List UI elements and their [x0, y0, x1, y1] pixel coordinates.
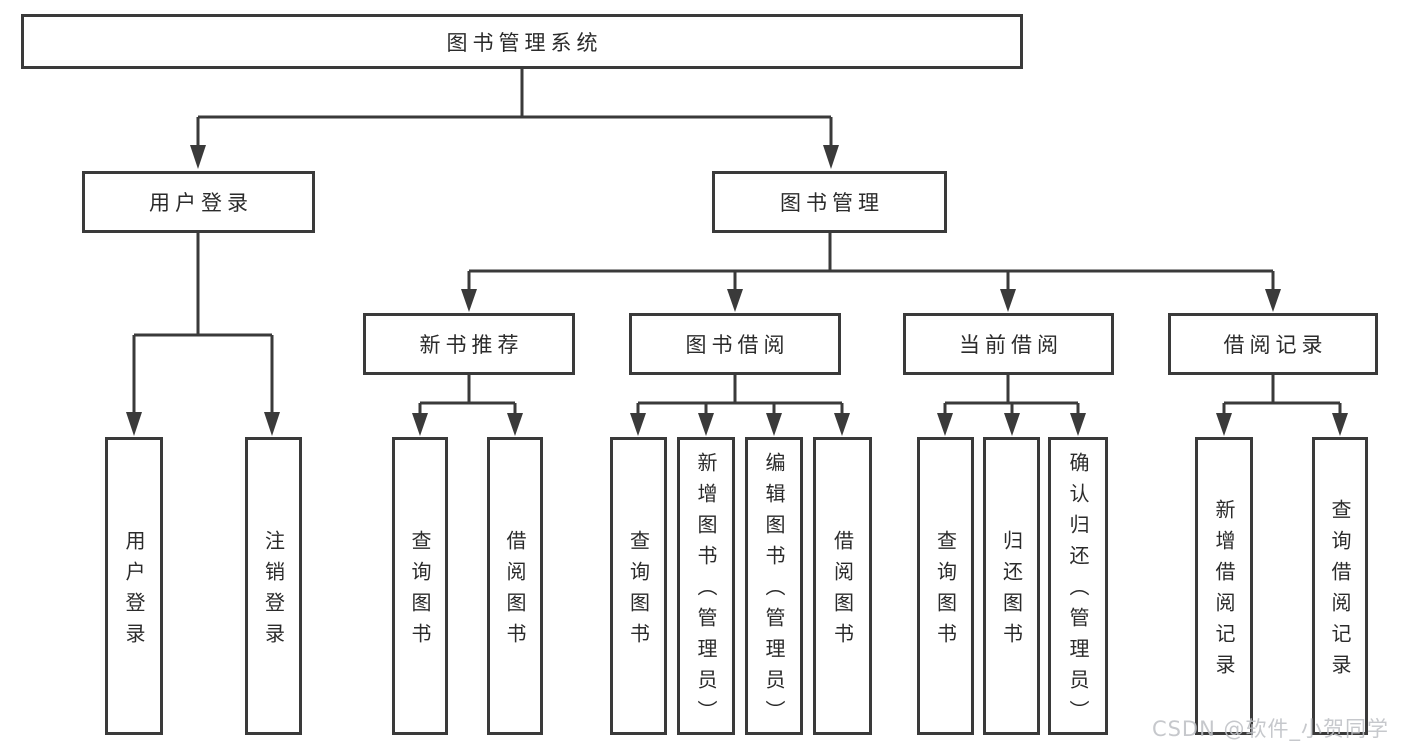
node-book-borrowing: 图书借阅	[629, 313, 841, 375]
leaf-confirm-return-admin: 确认归还（管理员）	[1048, 437, 1108, 735]
leaf-return-books: 归还图书	[983, 437, 1040, 735]
leaf-add-books-admin: 新增图书（管理员）	[677, 437, 735, 735]
leaf-borrow-books-recommend: 借阅图书	[487, 437, 543, 735]
leaf-logout: 注销登录	[245, 437, 302, 735]
leaf-add-borrow-record: 新增借阅记录	[1195, 437, 1253, 735]
node-current-borrowing: 当前借阅	[903, 313, 1114, 375]
leaf-query-borrow-record: 查询借阅记录	[1312, 437, 1368, 735]
csdn-watermark: CSDN @软件_小贺同学	[1151, 717, 1389, 741]
leaf-query-books-borrowing: 查询图书	[610, 437, 667, 735]
leaf-edit-books-admin: 编辑图书（管理员）	[745, 437, 803, 735]
leaf-user-login: 用户登录	[105, 437, 163, 735]
leaf-borrow-books: 借阅图书	[813, 437, 872, 735]
node-user-login: 用户登录	[82, 171, 315, 233]
leaf-query-books-recommend: 查询图书	[392, 437, 448, 735]
node-borrowing-records: 借阅记录	[1168, 313, 1378, 375]
node-new-book-recommendation: 新书推荐	[363, 313, 575, 375]
leaf-query-books-current: 查询图书	[917, 437, 974, 735]
node-book-management: 图书管理	[712, 171, 947, 233]
node-library-management-system: 图书管理系统	[21, 14, 1023, 69]
